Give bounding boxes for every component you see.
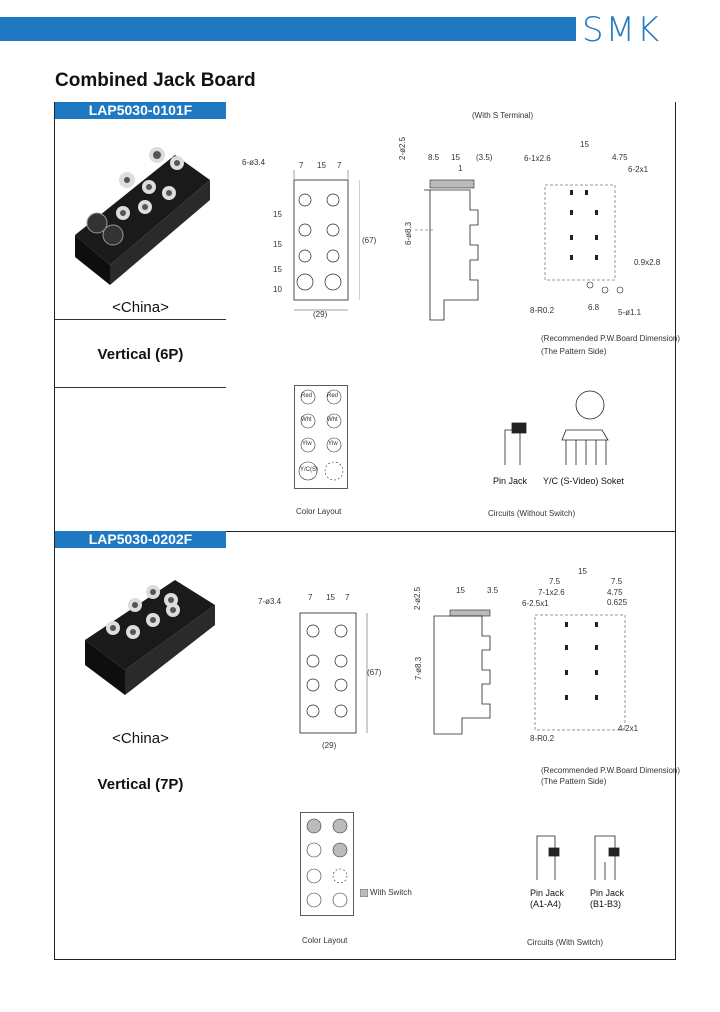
pcb-bottom-dim-2a: 8-R0.2	[530, 734, 555, 743]
pcb-holes-2b: 6-2.5x1	[522, 599, 549, 608]
pcb-holes-1a: 6-1x2.6	[524, 154, 551, 163]
with-switch-legend-swatch	[360, 889, 368, 897]
product-photo-2	[85, 580, 215, 695]
circuit-diagram-1	[504, 390, 609, 465]
circuit-pin-jack-b: Pin Jack	[590, 888, 625, 898]
front-view-drawing-1	[293, 170, 360, 311]
height-dim-1: (67)	[362, 236, 377, 245]
circuit-diagram-2	[536, 835, 620, 880]
color-cell-1-1: Red	[327, 393, 339, 399]
side-left-dim-2b: 7-ø8.3	[414, 656, 423, 680]
recommend-note-1: (Recommended P.W.Board Dimension)	[541, 334, 681, 343]
pcb-bottom-dim-2b: 4-2x1	[618, 724, 639, 733]
circuit-pin-jack-b-sub: (B1-B3)	[590, 899, 622, 909]
product-photo-1	[75, 147, 210, 285]
left-dim-1a: 15	[273, 210, 282, 219]
color-cell-1-5: Ylw	[328, 441, 338, 447]
pcb-holes-1b: 6-2x1	[628, 165, 649, 174]
pattern-note-2: (The Pattern Side)	[541, 777, 607, 786]
region-label-1: <China>	[112, 299, 169, 316]
orientation-label-2: Vertical (7P)	[97, 776, 184, 793]
holes-dim-1: 6-ø3.4	[242, 158, 266, 167]
with-s-terminal-note: (With S Terminal)	[472, 111, 534, 120]
side-left-dim-2a: 2-ø2.5	[413, 586, 422, 610]
circuit-svideo-1: Y/C (S-Video) Soket	[543, 476, 624, 486]
color-cell-1-2: Wht	[301, 417, 312, 423]
width-dim-1: (29)	[313, 310, 328, 319]
circuit-caption-2: Circuits (With Switch)	[527, 938, 604, 947]
side-top-dim-1b: 15	[451, 153, 460, 162]
orientation-label-1: Vertical (6P)	[97, 346, 184, 363]
front-view-drawing-2	[299, 612, 368, 734]
color-cell-1-6: Y/C(S)	[300, 467, 318, 473]
recommend-note-2: (Recommended P.W.Board Dimension)	[541, 766, 681, 775]
page-title: Combined Jack Board	[55, 70, 256, 91]
divider-1b	[55, 387, 226, 388]
width-dim-2: (29)	[322, 741, 337, 750]
pcb-bottom-dim-1c: 5-ø1.1	[618, 308, 642, 317]
left-dim-1c: 15	[273, 265, 282, 274]
top-dim-1a: 7	[299, 161, 304, 170]
color-layout-caption-2: Color Layout	[302, 936, 348, 945]
left-dim-1b: 15	[273, 240, 282, 249]
left-dim-1d: 10	[273, 285, 282, 294]
color-cell-1-0: Red	[301, 393, 313, 399]
pcb-bottom-dim-1b: 6.8	[588, 303, 600, 312]
model-tab-2: LAP5030-0202F	[55, 531, 226, 548]
color-layout-1	[294, 385, 348, 489]
pcb-top-dim-2c: 7.5	[611, 577, 623, 586]
side-mid-dim-1: 1	[458, 164, 463, 173]
side-top-dim-2b: 3.5	[487, 586, 499, 595]
color-layout-caption-1: Color Layout	[296, 507, 342, 516]
side-top-dim-1c: (3.5)	[476, 153, 493, 162]
pcb-right-dim-2a: 4.75	[607, 588, 623, 597]
pcb-top-dim-2b: 15	[578, 567, 587, 576]
top-dim-2b: 15	[326, 593, 335, 602]
pattern-note-1: (The Pattern Side)	[541, 347, 607, 356]
side-view-drawing-2	[433, 609, 491, 735]
pcb-right-dim-1a: 0.9x2.8	[634, 258, 661, 267]
top-dim-2a: 7	[308, 593, 313, 602]
top-dim-1c: 7	[337, 161, 342, 170]
circuit-pin-jack-a-sub: (A1-A4)	[530, 899, 562, 909]
model-tab-1: LAP5030-0101F	[55, 102, 226, 119]
height-dim-2: (67)	[367, 668, 382, 677]
circuit-pin-jack-1: Pin Jack	[493, 476, 528, 486]
side-top-dim-1a: 8.5	[428, 153, 440, 162]
side-top-dim-2a: 15	[456, 586, 465, 595]
pcb-top-dim-1b: 4.75	[612, 153, 628, 162]
color-cell-1-3: Wht	[327, 417, 338, 423]
smk-logo: SMK	[582, 10, 662, 50]
side-view-drawing-1	[415, 179, 479, 321]
side-left-dim-1b: 6-ø8.3	[404, 221, 413, 245]
region-label-2: <China>	[112, 730, 169, 747]
header-bar	[0, 17, 576, 41]
top-dim-1b: 15	[317, 161, 326, 170]
pcb-pattern-drawing-2	[534, 614, 626, 731]
circuit-pin-jack-a: Pin Jack	[530, 888, 565, 898]
color-layout-2	[300, 812, 354, 916]
pcb-holes-2a: 7-1x2.6	[538, 588, 565, 597]
pcb-top-dim-2a: 7.5	[549, 577, 561, 586]
frame-bottom	[54, 959, 676, 960]
section-divider	[54, 531, 676, 532]
pcb-pattern-drawing-1	[544, 184, 624, 294]
top-dim-2c: 7	[345, 593, 350, 602]
color-cell-1-4: Ylw	[302, 441, 312, 447]
pcb-right-dim-2b: 0.625	[607, 598, 628, 607]
side-left-dim-1a: 2-ø2.5	[398, 136, 407, 160]
pcb-bottom-dim-1a: 8-R0.2	[530, 306, 555, 315]
circuit-caption-1: Circuits (Without Switch)	[488, 509, 576, 518]
with-switch-legend: With Switch	[370, 888, 412, 897]
divider-1a	[55, 319, 226, 320]
holes-dim-2: 7-ø3.4	[258, 597, 282, 606]
pcb-top-dim-1a: 15	[580, 140, 589, 149]
